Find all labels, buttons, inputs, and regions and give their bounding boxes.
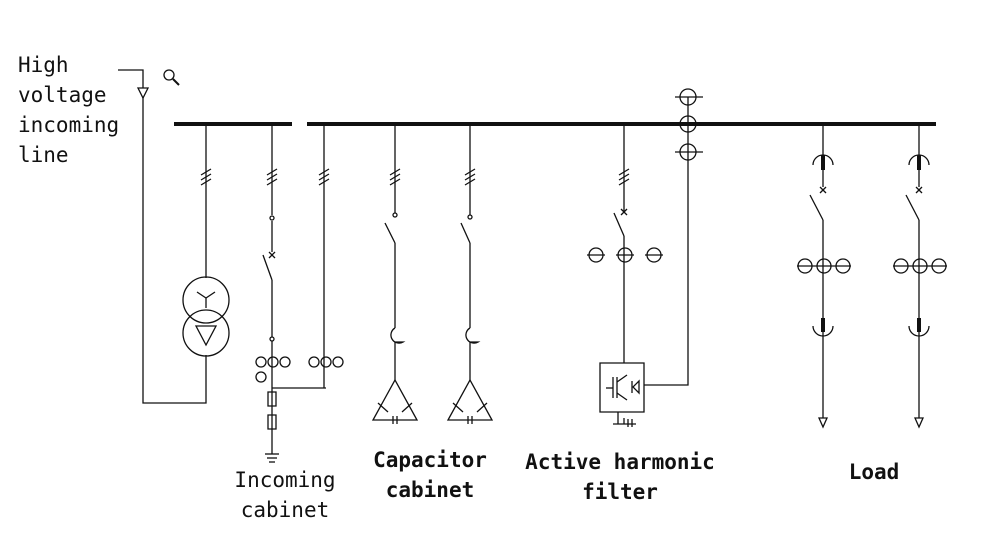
magnifier-icon bbox=[164, 70, 179, 85]
igbt-module-icon bbox=[600, 363, 644, 427]
transformer-feeder bbox=[183, 124, 229, 356]
label-line: Load bbox=[848, 460, 900, 484]
breaker-icon bbox=[909, 326, 929, 336]
capacitor-cabinet-label: Capacitor cabinet bbox=[360, 445, 500, 505]
switch-icon bbox=[810, 195, 823, 220]
load-feeder-2 bbox=[893, 124, 947, 427]
switch-icon bbox=[385, 223, 395, 243]
label-line: cabinet bbox=[240, 498, 330, 522]
current-transformer-icon bbox=[797, 259, 851, 273]
hv-incoming-line bbox=[118, 70, 206, 403]
hv-label-line: voltage bbox=[18, 83, 107, 107]
ground-icon bbox=[265, 454, 279, 462]
switch-icon bbox=[263, 255, 272, 280]
incoming-cabinet-label: Incoming cabinet bbox=[222, 465, 348, 525]
hv-label-line: incoming bbox=[18, 113, 120, 137]
hv-label-line: line bbox=[18, 143, 69, 167]
label-line: Incoming bbox=[234, 468, 336, 492]
current-transformer-icon bbox=[309, 357, 343, 367]
hv-label: High voltage incoming line bbox=[18, 50, 119, 170]
active-filter-label: Active harmonic filter bbox=[516, 447, 724, 507]
switch-icon bbox=[906, 195, 919, 220]
breaker-icon bbox=[813, 326, 833, 336]
load-arrow-icon bbox=[819, 418, 827, 427]
incoming-cabinet-feeder bbox=[256, 124, 343, 462]
label-line: Capacitor bbox=[373, 448, 487, 472]
load-label: Load bbox=[832, 457, 916, 487]
capacitor-bank-icon bbox=[373, 380, 417, 424]
fuse-icon bbox=[268, 392, 276, 406]
active-filter-feeder bbox=[587, 89, 703, 427]
current-transformer-icon bbox=[893, 259, 947, 273]
transformer-icon bbox=[183, 277, 229, 356]
label-line: cabinet bbox=[385, 478, 475, 502]
load-arrow-icon bbox=[915, 418, 923, 427]
current-transformer-icon bbox=[587, 248, 663, 262]
capacitor-bank-icon bbox=[448, 380, 492, 424]
current-transformer-icon bbox=[256, 357, 290, 382]
hv-label-line: High bbox=[18, 53, 69, 77]
fuse-icon bbox=[268, 415, 276, 429]
capacitor-feeder-2 bbox=[448, 124, 492, 424]
switch-icon bbox=[614, 213, 624, 236]
load-feeder-1 bbox=[797, 124, 851, 427]
label-line: filter bbox=[582, 480, 658, 504]
switch-icon bbox=[461, 223, 470, 243]
current-transformer-icon bbox=[675, 89, 703, 160]
label-line: Active harmonic bbox=[525, 450, 715, 474]
capacitor-feeder-1 bbox=[373, 124, 417, 424]
